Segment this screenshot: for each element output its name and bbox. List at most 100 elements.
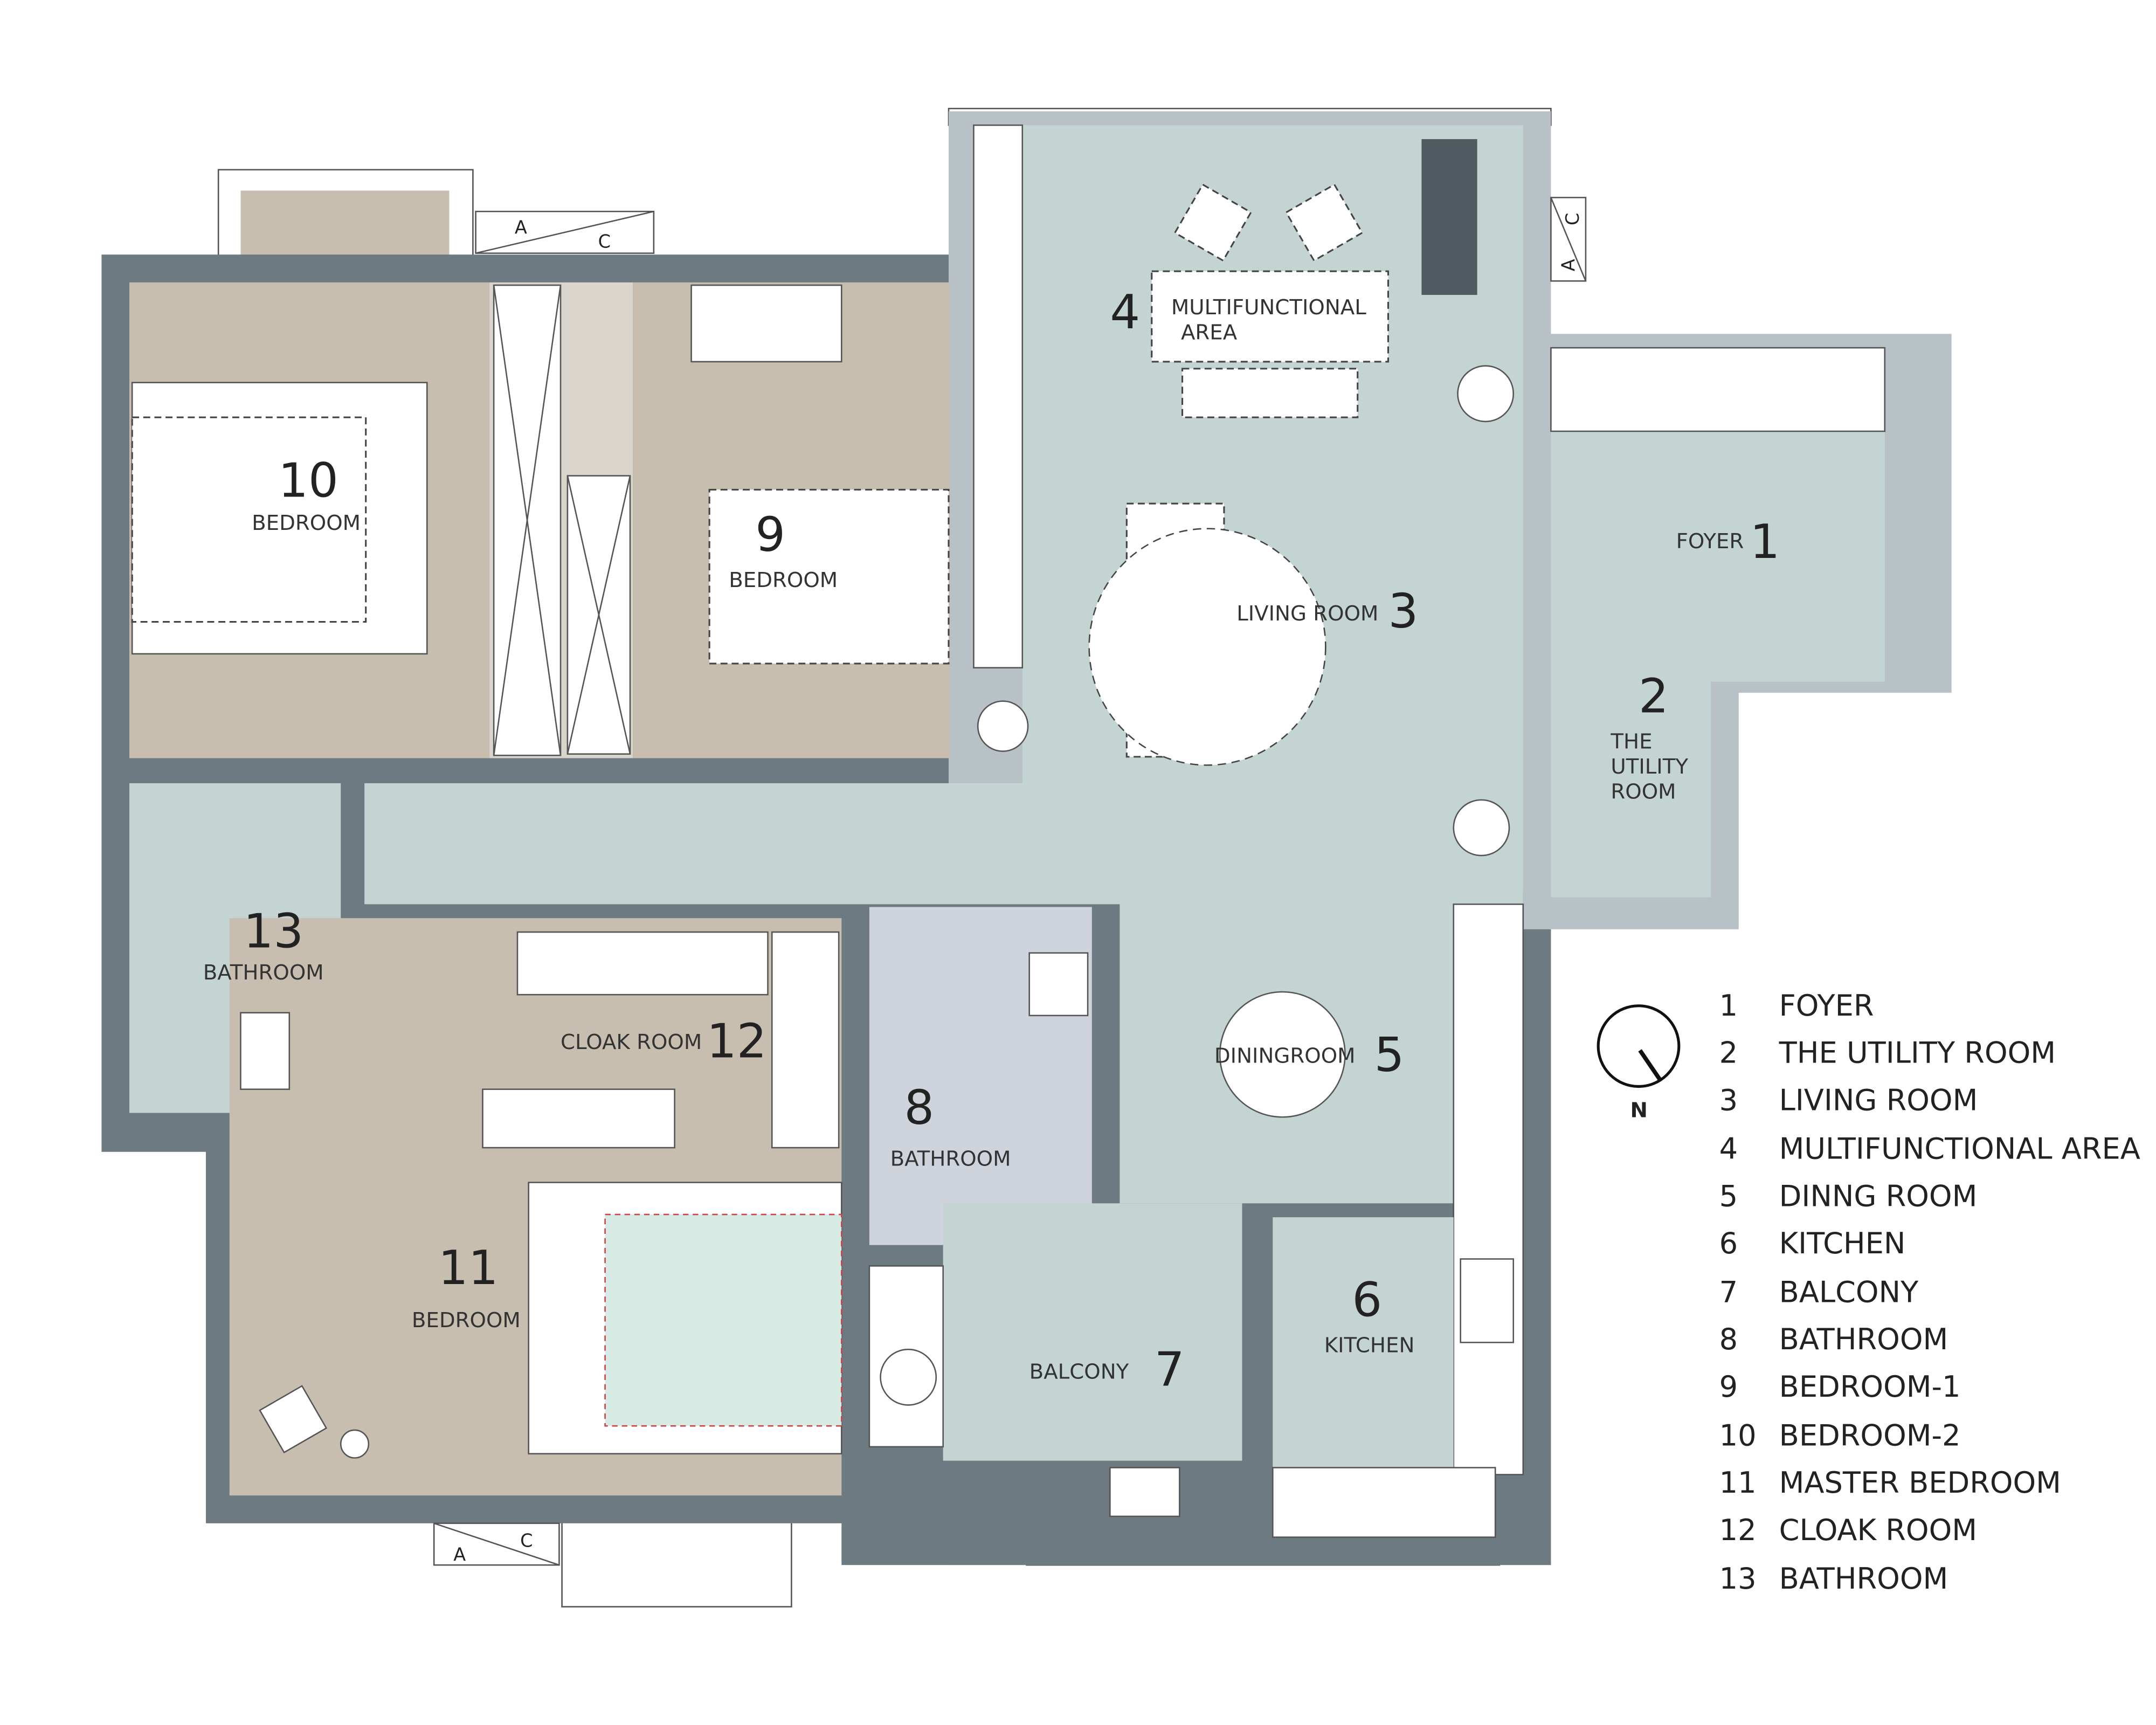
- section-marker: A C: [475, 210, 655, 254]
- legend-item: 12 CLOAK ROOM: [1719, 1513, 1977, 1547]
- dining-table: [1219, 991, 1346, 1118]
- room-number: 12: [707, 1013, 767, 1068]
- furniture: [131, 139, 1515, 1517]
- legend-item-text: MASTER BEDROOM: [1779, 1466, 2061, 1500]
- rug: [1088, 528, 1326, 766]
- legend-item: 3 LIVING ROOM: [1719, 1083, 1978, 1117]
- mf-bench: [1181, 368, 1359, 418]
- compass-circle: [1597, 1004, 1681, 1088]
- kitchen-sink-counter: [1272, 1467, 1496, 1538]
- room-number: 9: [755, 507, 785, 562]
- room-labels: 1 FOYER 2 THE UTILITY ROOM 3 LIVING ROOM…: [203, 285, 1780, 1397]
- section-marker-text: C: [1562, 213, 1583, 225]
- room-number: 2: [1639, 668, 1669, 723]
- legend-item-text: 9: [1719, 1370, 1738, 1404]
- section-marker-text: C: [598, 231, 611, 252]
- cloak-cabinets: [771, 931, 840, 1149]
- closet-strip: [973, 124, 1024, 668]
- room-number: 5: [1374, 1027, 1405, 1082]
- legend-item-text: BATHROOM: [1779, 1562, 1948, 1596]
- section-marker-text: A: [515, 217, 527, 238]
- legend-item-text: 2: [1719, 1036, 1738, 1070]
- plant: [1453, 799, 1510, 857]
- legend-item-text: BATHROOM: [1779, 1322, 1948, 1356]
- plant: [1457, 365, 1515, 423]
- bed-10-cover: [131, 416, 367, 623]
- room-label: BEDROOM: [729, 568, 838, 592]
- legend-item-text: 6: [1719, 1226, 1738, 1260]
- room-label: DININGROOM: [1214, 1044, 1356, 1068]
- cloak-island: [482, 1088, 675, 1149]
- legend-item-text: 10: [1719, 1418, 1757, 1452]
- legend-item-text: BEDROOM-1: [1779, 1370, 1961, 1404]
- legend-item-text: MULTIFUNCTIONAL AREA: [1779, 1132, 2140, 1166]
- room-floor-foyer: [1551, 431, 1885, 682]
- room-label: AREA: [1181, 321, 1238, 345]
- desk-9: [690, 284, 842, 363]
- legend-item-text: 12: [1719, 1513, 1757, 1547]
- room-label: THE: [1610, 729, 1652, 754]
- room-number: 1: [1750, 514, 1780, 569]
- room-label: BEDROOM: [412, 1308, 521, 1333]
- cloak-cabinets: [516, 931, 769, 996]
- legend-item: 7 BALCONY: [1719, 1275, 1919, 1309]
- washbasin: [1109, 1467, 1180, 1517]
- legend-item-text: BALCONY: [1779, 1275, 1919, 1309]
- north-compass: N: [1597, 1004, 1681, 1122]
- room-number: 8: [904, 1080, 934, 1135]
- toilet: [240, 1012, 291, 1090]
- treadmill: [1421, 139, 1477, 295]
- room-number: 6: [1352, 1272, 1382, 1327]
- legend-item-text: 7: [1719, 1275, 1738, 1309]
- compass-needle: [1638, 1049, 1663, 1082]
- room-label: MULTIFUNCTIONAL: [1171, 295, 1366, 320]
- room-floor-balcony: [943, 1203, 1242, 1461]
- foyer-counter: [1550, 347, 1886, 432]
- legend-item: 4 MULTIFUNCTIONAL AREA: [1719, 1132, 2140, 1166]
- room-label: FOYER: [1676, 529, 1744, 554]
- section-marker: A C: [433, 1522, 560, 1566]
- legend-item-text: BEDROOM-2: [1779, 1418, 1961, 1452]
- legend-item: 8 BATHROOM: [1719, 1322, 1948, 1356]
- room-number: 10: [278, 453, 338, 508]
- legend-item-text: 8: [1719, 1322, 1738, 1356]
- legend-item-text: 13: [1719, 1562, 1757, 1596]
- legend-item-text: CLOAK ROOM: [1779, 1513, 1977, 1547]
- section-marker: A C: [1550, 197, 1587, 282]
- room-number: 11: [438, 1240, 499, 1295]
- legend-item-text: 3: [1719, 1083, 1738, 1117]
- legend-item: 9 BEDROOM-1: [1719, 1370, 1961, 1404]
- kitchen-cabinets-strip: [1453, 903, 1524, 1475]
- room-label: BALCONY: [1029, 1360, 1129, 1384]
- round-table: [880, 1348, 937, 1406]
- room-label: BATHROOM: [203, 961, 324, 985]
- master-bed-cover: [604, 1213, 842, 1427]
- section-marker-text: A: [1558, 259, 1579, 271]
- room-number: 3: [1388, 584, 1418, 639]
- room-number: 4: [1110, 285, 1140, 340]
- plant: [977, 700, 1029, 752]
- room-label: CLOAK ROOM: [561, 1030, 702, 1054]
- room-floor-kitchen: [1273, 1217, 1454, 1468]
- legend-item: 13 BATHROOM: [1719, 1562, 1948, 1596]
- legend-item-text: DINNG ROOM: [1779, 1179, 1978, 1213]
- vanity: [1028, 952, 1089, 1017]
- room-label: BATHROOM: [890, 1147, 1011, 1171]
- chair: [259, 1385, 328, 1454]
- legend-item: 10 BEDROOM-2: [1719, 1418, 1961, 1452]
- legend-item-text: 4: [1719, 1132, 1738, 1166]
- stove: [1460, 1258, 1515, 1343]
- room-number: 7: [1155, 1342, 1185, 1397]
- legend-item-text: LIVING ROOM: [1779, 1083, 1978, 1117]
- section-marker-text: A: [453, 1544, 466, 1565]
- room-number: 13: [244, 903, 304, 958]
- ottoman: [1285, 183, 1364, 262]
- legend-item-text: 1: [1719, 989, 1738, 1023]
- section-marker-text: C: [520, 1530, 533, 1551]
